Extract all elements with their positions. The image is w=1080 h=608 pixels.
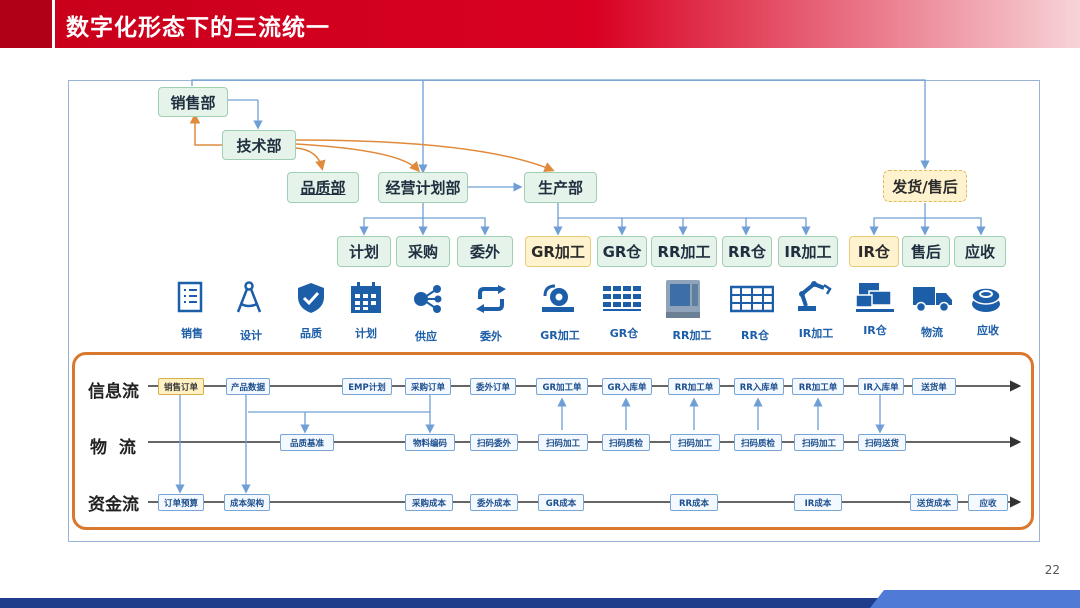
compass-icon bbox=[234, 280, 264, 318]
node-rr-wh: RR仓 bbox=[722, 236, 772, 267]
icon-label-ir-proc: IR加工 bbox=[798, 327, 834, 340]
row-label-material: 物 流 bbox=[90, 438, 136, 458]
icon-label-gr-wh: GR仓 bbox=[609, 327, 639, 340]
rack-icon bbox=[603, 284, 643, 316]
node-gr-wh: GR仓 bbox=[597, 236, 647, 267]
icon-label-ir-wh: IR仓 bbox=[863, 324, 887, 337]
node-sales: 销售部 bbox=[158, 87, 228, 117]
node-tech: 技术部 bbox=[222, 130, 296, 160]
footer-bar bbox=[0, 590, 1080, 608]
node-purchase: 采购 bbox=[396, 236, 450, 267]
material-step: 扫码加工 bbox=[794, 434, 844, 451]
fund-step: 应收 bbox=[968, 494, 1008, 511]
row-label-fund: 资金流 bbox=[88, 495, 139, 515]
cycle-icon bbox=[474, 285, 508, 317]
icon-label-quality: 品质 bbox=[300, 327, 322, 340]
fund-step: 送货成本 bbox=[910, 494, 958, 511]
fund-step: 委外成本 bbox=[470, 494, 518, 511]
icon-label-logistics: 物流 bbox=[921, 326, 943, 339]
node-delivery: 发货/售后 bbox=[883, 170, 967, 202]
info-step: GR加工单 bbox=[536, 378, 588, 395]
info-step: 销售订单 bbox=[158, 378, 204, 395]
info-step: 送货单 bbox=[912, 378, 956, 395]
fund-step: 成本架构 bbox=[224, 494, 270, 511]
network-icon bbox=[410, 284, 442, 318]
info-step: 产品数据 bbox=[226, 378, 270, 395]
icon-label-gr-proc: GR加工 bbox=[540, 329, 580, 342]
icon-label-plan: 计划 bbox=[355, 327, 377, 340]
node-rr-proc: RR加工 bbox=[651, 236, 717, 267]
node-ir-proc: IR加工 bbox=[778, 236, 838, 267]
boxes-icon bbox=[855, 281, 895, 317]
icon-label-rr-proc: RR加工 bbox=[672, 329, 712, 342]
info-step: EMP计划 bbox=[342, 378, 392, 395]
fund-step: 采购成本 bbox=[405, 494, 453, 511]
calendar-icon bbox=[350, 282, 382, 318]
icon-label-rr-wh: RR仓 bbox=[741, 329, 769, 342]
node-outsource: 委外 bbox=[457, 236, 513, 267]
three-flow-panel bbox=[72, 352, 1034, 530]
icon-label-receivable: 应收 bbox=[977, 324, 999, 337]
material-step: 扫码送货 bbox=[858, 434, 906, 451]
material-step: 扫码质检 bbox=[602, 434, 650, 451]
node-plan: 计划 bbox=[337, 236, 391, 267]
info-step: GR入库单 bbox=[602, 378, 652, 395]
node-gr-proc: GR加工 bbox=[525, 236, 591, 267]
fund-step: IR成本 bbox=[794, 494, 842, 511]
info-step: RR加工单 bbox=[792, 378, 844, 395]
page-title: 数字化形态下的三流统一 bbox=[66, 15, 330, 41]
fund-step: 订单预算 bbox=[158, 494, 204, 511]
fund-step: RR成本 bbox=[670, 494, 718, 511]
warehouse-grid-icon bbox=[729, 285, 775, 317]
material-step: 品质基准 bbox=[280, 434, 334, 451]
truck-icon bbox=[912, 283, 954, 317]
icon-label-supply: 供应 bbox=[415, 330, 437, 343]
info-step: 采购订单 bbox=[405, 378, 451, 395]
fund-step: GR成本 bbox=[538, 494, 584, 511]
lathe-icon bbox=[541, 282, 575, 316]
material-step: 扫码委外 bbox=[470, 434, 518, 451]
material-step: 扫码质检 bbox=[734, 434, 782, 451]
material-step: 扫码加工 bbox=[670, 434, 720, 451]
info-step: RR入库单 bbox=[734, 378, 784, 395]
icon-label-outsource: 委外 bbox=[480, 330, 502, 343]
node-production: 生产部 bbox=[524, 172, 597, 203]
title-notch bbox=[0, 0, 55, 48]
info-step: RR加工单 bbox=[668, 378, 720, 395]
info-step: IR入库单 bbox=[858, 378, 904, 395]
icon-label-design: 设计 bbox=[240, 329, 262, 342]
icon-label-sales: 销售 bbox=[181, 327, 203, 340]
node-after-sales: 售后 bbox=[902, 236, 950, 267]
list-icon bbox=[176, 281, 204, 317]
info-step: 委外订单 bbox=[470, 378, 516, 395]
shield-icon bbox=[296, 282, 326, 318]
material-step: 扫码加工 bbox=[538, 434, 588, 451]
footer-accent bbox=[870, 590, 1080, 608]
page-number: 22 bbox=[1044, 563, 1060, 577]
node-quality: 品质部 bbox=[287, 172, 359, 203]
title-bar: 数字化形态下的三流统一 bbox=[0, 0, 1080, 48]
coins-icon bbox=[970, 282, 1002, 318]
node-ir-wh: IR仓 bbox=[849, 236, 899, 267]
material-step: 物料编码 bbox=[405, 434, 455, 451]
cnc-machine-icon bbox=[664, 276, 704, 324]
node-receivable: 应收 bbox=[954, 236, 1006, 267]
row-label-info: 信息流 bbox=[88, 382, 139, 402]
node-planning: 经营计划部 bbox=[378, 172, 468, 203]
robot-arm-icon bbox=[794, 280, 834, 316]
